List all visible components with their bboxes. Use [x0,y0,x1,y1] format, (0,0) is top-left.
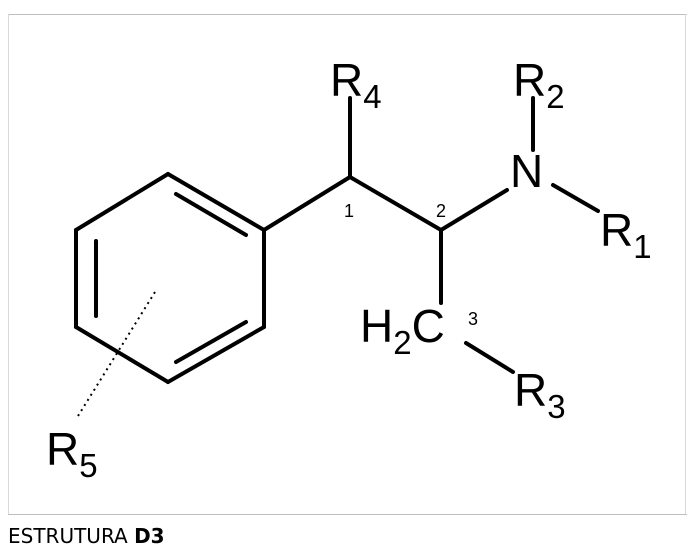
bond-n-r1 [551,183,600,213]
ring-inner-double-top [174,192,248,237]
bond-c1-c2 [348,175,443,232]
label-nitrogen: N [510,145,543,197]
ring-inner-double-bottom [174,320,248,364]
ring-bond-top-right [166,172,266,232]
label-r4: R4 [330,54,382,115]
label-ch2: H2C [360,300,445,361]
caption-code: D3 [134,524,165,548]
ring-bond-bottom-right [166,325,266,384]
dotted-bond-r5 [77,291,156,417]
left-border [8,14,9,515]
bond-ring-c1 [262,175,352,232]
position-number-2: 2 [436,201,446,221]
label-r3: R3 [514,364,566,425]
label-r1: R1 [600,204,652,265]
position-number-1: 1 [344,201,354,221]
right-border [685,14,686,515]
bond-c2-n [439,188,509,232]
caption-prefix: ESTRUTURA [8,524,135,548]
ring-bond-top-left [74,172,170,232]
chemical-structure: R4 R2 N R1 H2C R3 R5 1 2 3 [46,54,652,484]
bond-c3-r3 [464,341,515,374]
top-border [8,14,687,15]
label-r2: R2 [513,54,565,115]
position-number-3: 3 [468,309,478,329]
bond-lines [74,96,600,384]
ring-bond-bottom-left [74,325,170,384]
label-r5: R5 [46,423,98,484]
bottom-border [8,514,687,515]
figure-caption: ESTRUTURA D3 [8,524,165,548]
